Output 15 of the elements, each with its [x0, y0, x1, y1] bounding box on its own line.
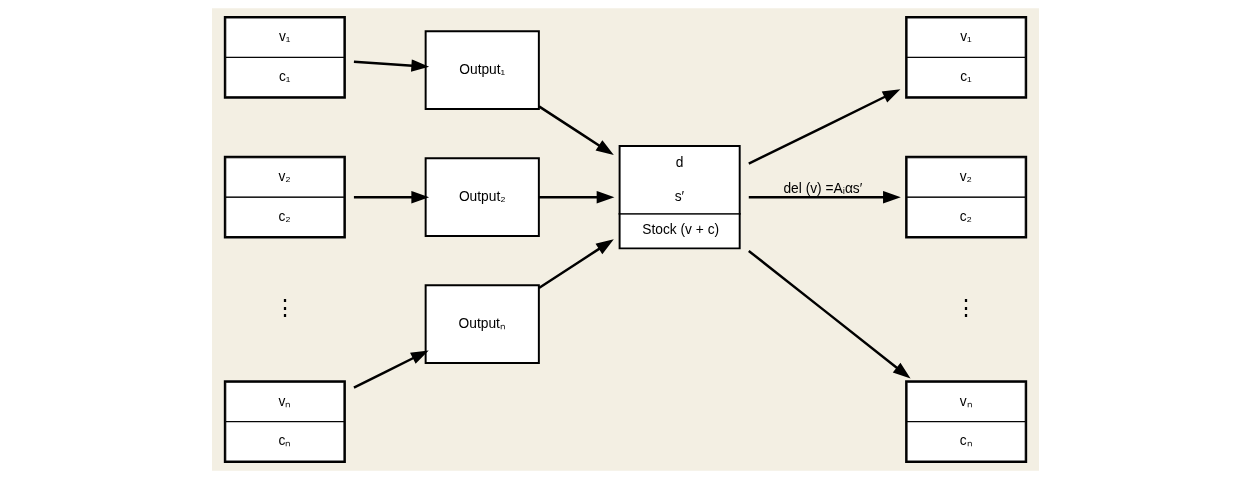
arrow — [748, 89, 901, 165]
node-box: Output₁ — [424, 30, 540, 111]
node-box: Output₂ — [424, 157, 540, 238]
arrow — [353, 350, 429, 389]
node-box: Outputₙ — [424, 284, 540, 365]
label: ⋮ — [955, 294, 978, 320]
arrow — [538, 239, 614, 289]
arrow — [353, 190, 430, 204]
arrow — [748, 190, 901, 204]
label: ⋮ — [273, 294, 296, 320]
arrow — [748, 249, 911, 379]
arrow — [538, 105, 614, 155]
arrow — [353, 59, 430, 72]
arrow — [539, 190, 615, 204]
edge-label: del (v) =Aᵢαs′ — [783, 181, 863, 197]
